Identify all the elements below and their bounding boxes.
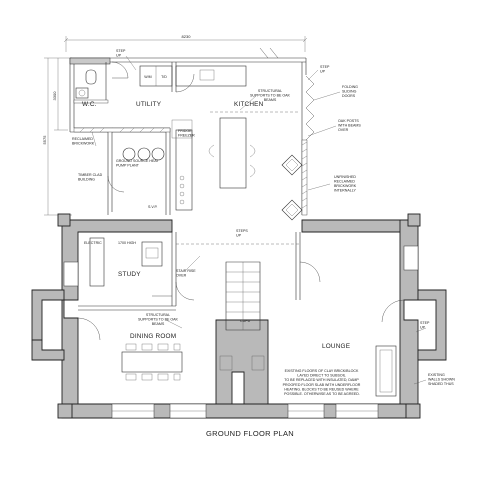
svg-text:CUPD: CUPD bbox=[240, 319, 251, 323]
room-label-lounge: LOUNGE bbox=[322, 343, 350, 350]
wc-fixtures bbox=[75, 69, 97, 99]
svg-text:S.V.P.: S.V.P. bbox=[148, 205, 157, 209]
leader-lines bbox=[91, 55, 427, 385]
lounge-furniture bbox=[375, 345, 397, 397]
utility-fixtures: W/M T/D bbox=[122, 65, 173, 161]
room-label-kitchen: KITCHEN bbox=[234, 101, 264, 108]
kitchen-fixtures bbox=[171, 47, 315, 221]
floor-note: EXISTING FLOORS OF CLAY BRICK/BLOCK LAYE… bbox=[283, 369, 362, 396]
room-label-utility: UTILITY bbox=[136, 101, 162, 108]
study-furniture bbox=[89, 237, 163, 287]
room-label-dining: DINING ROOM bbox=[130, 333, 176, 340]
dimension-lines: 8230 3300 5575 bbox=[42, 34, 308, 216]
internal-partitions bbox=[78, 232, 301, 331]
room-label-wc: W.C. bbox=[82, 101, 97, 108]
td-label: T/D bbox=[161, 75, 167, 79]
dining-furniture bbox=[121, 343, 265, 381]
svg-text:ELECTRIC: ELECTRIC bbox=[84, 241, 102, 245]
dim-height-main: 5575 bbox=[42, 135, 47, 145]
wm-label: W/M bbox=[144, 75, 151, 79]
svg-text:1700 HIGH: 1700 HIGH bbox=[118, 241, 136, 245]
windows bbox=[63, 245, 419, 419]
room-labels: W.C. UTILITY KITCHEN STUDY DINING ROOM L… bbox=[82, 101, 350, 350]
dim-overall-width: 8230 bbox=[182, 34, 192, 39]
dim-height-top: 3300 bbox=[52, 91, 57, 101]
extension-doors bbox=[107, 61, 195, 193]
drawing-title: GROUND FLOOR PLAN bbox=[206, 429, 294, 438]
room-label-study: STUDY bbox=[118, 271, 141, 278]
main-doors bbox=[77, 261, 405, 341]
extension-walls bbox=[69, 57, 308, 216]
